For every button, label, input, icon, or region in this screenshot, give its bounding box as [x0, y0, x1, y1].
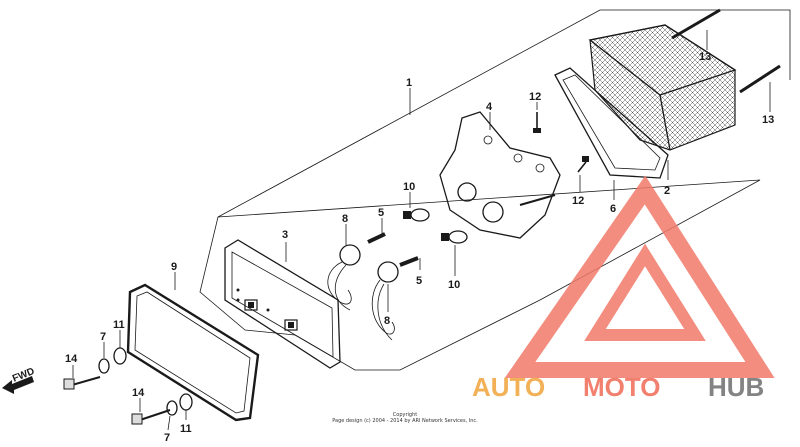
callout-12-upper: 12 [529, 91, 541, 103]
bolt-13-upper [671, 8, 721, 40]
washer-7-lower [166, 400, 178, 416]
callout-13-upper: 13 [699, 51, 711, 63]
callout-13-lower: 13 [762, 114, 774, 126]
callout-7-upper: 7 [100, 331, 106, 343]
lens-housing [588, 24, 737, 151]
callout-11-lower: 11 [180, 423, 192, 435]
callout-5-lower: 5 [416, 275, 422, 287]
copyright-line-2: Page design (c) 2004 - 2014 by ARI Netwo… [332, 418, 478, 424]
leader-lines [72, 30, 771, 431]
callout-10-lower: 10 [448, 279, 460, 291]
nut-11-upper [113, 347, 127, 365]
watermark-logo: AUTO MOTO HUB [472, 175, 775, 402]
watermark-triangle-inner [584, 243, 706, 341]
callout-6: 6 [610, 203, 616, 215]
lens-frame [126, 283, 260, 422]
copyright-notice: Copyright Page design (c) 2004 - 2014 by… [300, 412, 510, 424]
bulb-5-lower [399, 256, 419, 267]
callout-5-upper: 5 [378, 207, 384, 219]
callout-14-upper: 14 [65, 353, 78, 365]
callout-9: 9 [171, 261, 177, 273]
callout-12-lower: 12 [572, 195, 584, 207]
callout-11-upper: 11 [113, 319, 125, 331]
watermark-hub: HUB [708, 372, 764, 402]
watermark-moto: MOTO [583, 372, 661, 402]
screw-12-upper [533, 112, 541, 133]
callout-1: 1 [406, 77, 412, 89]
gasket-rear [554, 67, 669, 179]
bulb-10-upper [403, 208, 430, 222]
nut-11-lower [179, 393, 193, 411]
copyright-line-1: Copyright [392, 412, 418, 418]
watermark-auto: AUTO [472, 372, 545, 402]
forward-direction-indicator: FWD [2, 366, 36, 394]
bolt-14-lower [131, 409, 171, 425]
callout-3: 3 [282, 229, 288, 241]
washer-7-upper [98, 358, 110, 374]
socket-8-lower [371, 261, 399, 341]
socket-8-upper [327, 244, 361, 311]
lamp-case [224, 239, 341, 369]
watermark-triangle-outer [504, 175, 775, 378]
callout-10-upper: 10 [403, 181, 415, 193]
bolt-14-upper [63, 376, 101, 390]
bolt-13-lower [739, 64, 781, 94]
callout-7-lower: 7 [164, 432, 170, 444]
callout-14-lower: 14 [132, 387, 145, 399]
bulb-10-lower [441, 230, 468, 244]
socket-bracket [439, 111, 561, 239]
screw-12-lower [577, 156, 589, 173]
bulb-5-upper [367, 232, 386, 244]
callout-8-upper: 8 [342, 213, 348, 225]
callout-8-lower: 8 [384, 315, 390, 327]
callout-4: 4 [486, 101, 493, 113]
callout-2: 2 [664, 185, 670, 197]
